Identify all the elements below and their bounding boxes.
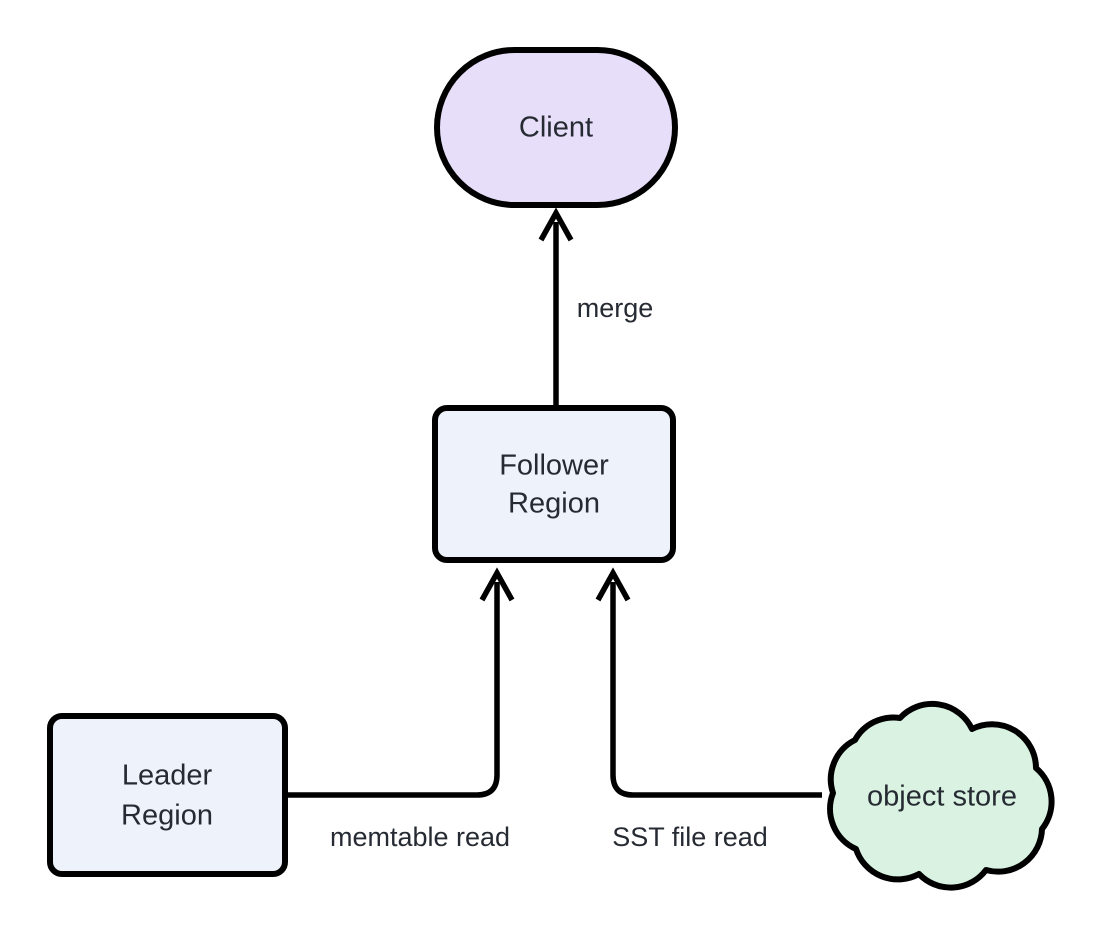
edge-label-merge: merge — [577, 293, 654, 323]
memtable-read-edge-line — [287, 582, 500, 798]
client-shape — [434, 47, 678, 208]
node-client[interactable]: Client — [434, 47, 678, 208]
object-store-cloud-shape — [827, 700, 1055, 891]
follower-region-label-line2: Region — [508, 488, 600, 520]
follower-region-shape — [432, 405, 676, 563]
follower-region-label-line1: Follower — [499, 450, 609, 482]
node-follower-region[interactable]: Follower Region — [432, 405, 676, 563]
client-label: Client — [519, 112, 593, 144]
sst-file-read-edge-line — [610, 582, 822, 798]
sst-file-read-arrowhead-icon — [595, 567, 631, 602]
memtable-read-arrowhead-icon — [479, 567, 515, 602]
leader-region-shape — [47, 713, 288, 877]
edge-label-memtable-read: memtable read — [330, 822, 510, 852]
edge-sst-file-read — [595, 567, 822, 798]
leader-region-label-line1: Leader — [122, 760, 213, 792]
leader-region-label-line2: Region — [121, 800, 213, 832]
merge-arrowhead-icon — [538, 207, 574, 242]
edge-memtable-read — [287, 567, 515, 798]
object-store-label: object store — [867, 781, 1017, 813]
edge-label-sst-file-read: SST file read — [612, 822, 768, 852]
node-object-store[interactable]: object store — [827, 700, 1055, 891]
node-leader-region[interactable]: Leader Region — [47, 713, 288, 877]
edge-merge — [538, 207, 574, 410]
